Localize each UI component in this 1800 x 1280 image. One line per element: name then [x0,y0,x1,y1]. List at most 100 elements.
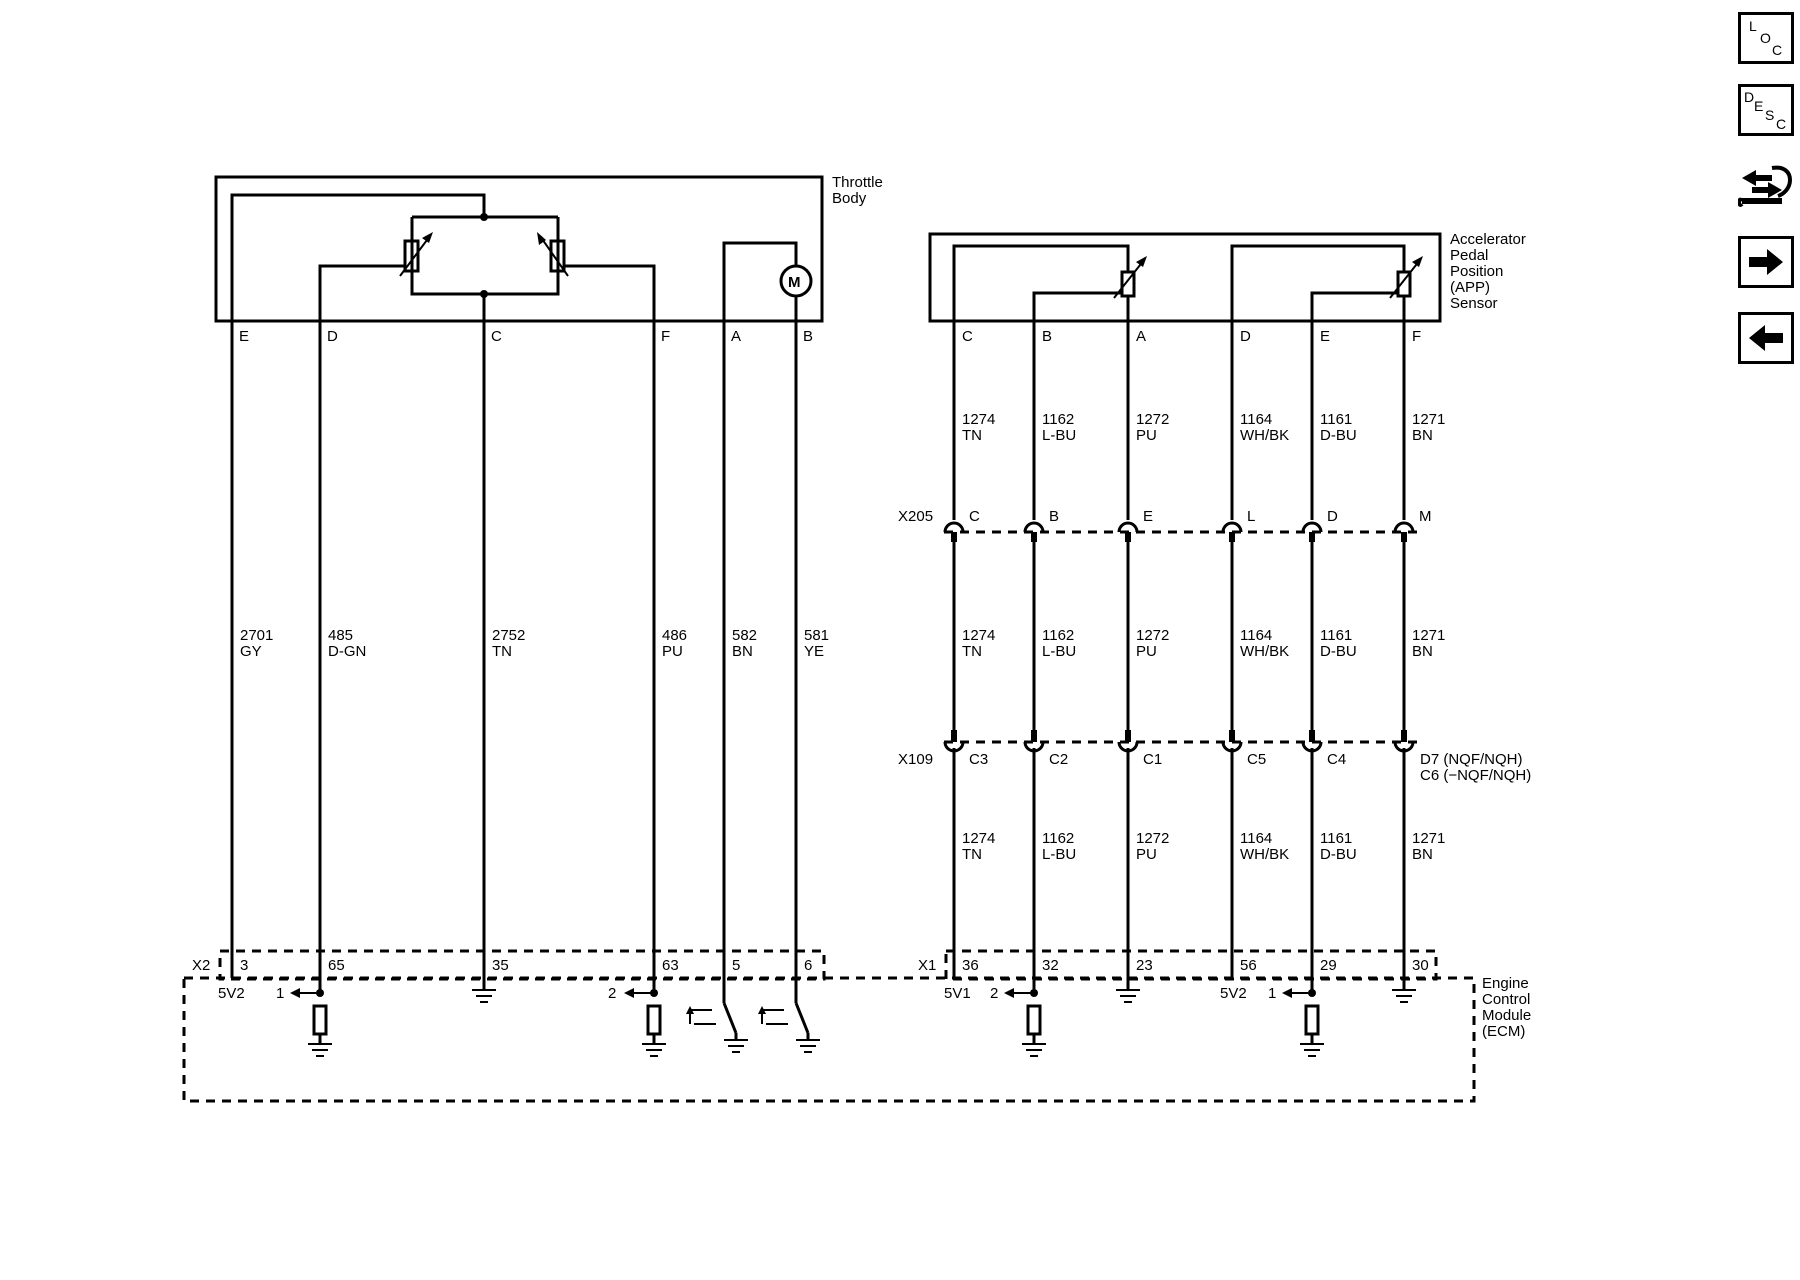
x109-connector [943,730,1420,753]
location-icon: L O C [1749,18,1782,58]
app-mid-color-lbu: L-BU [1042,643,1076,660]
ecm-internals: 5V2 5V1 5V2 1 2 [218,985,1416,1057]
app-mid-circuit-1164: 1164 [1240,627,1272,644]
app-top-color-whbk: WH/BK [1240,427,1289,444]
tb-color-bn: BN [732,643,753,660]
app-bot-circuit-1161: 1161 [1320,830,1352,847]
app-top-circuit-1274: 1274 [962,411,995,428]
x109-pin-c4: C4 [1327,751,1346,768]
app-top-circuit-1271: 1271 [1412,411,1445,428]
app-mid-circuit-1162: 1162 [1042,627,1074,644]
tb-pin-f: F [661,328,670,345]
app-bot-circuit-1274: 1274 [962,830,995,847]
x205-pin-m: M [1419,508,1432,525]
app-label-5: Sensor [1450,295,1498,312]
app-top-color-lbu: L-BU [1042,427,1076,444]
app-top-circuit-1272: 1272 [1136,411,1169,428]
x205-label: X205 [898,508,933,525]
ecm-label-4: (ECM) [1482,1023,1525,1040]
app-mid-circuit-1271: 1271 [1412,627,1445,644]
ecm-app-signal-1: 1 [1268,985,1276,1002]
app-top-color-bn: BN [1412,427,1433,444]
ecm-app-signal-2: 2 [990,985,998,1002]
app-pin-f: F [1412,328,1421,345]
tb-circuit-486: 486 [662,627,687,644]
motor-symbol: M [788,274,801,291]
connector-wrench-icon [1738,165,1793,207]
x1-label: X1 [918,957,936,974]
ecm-signal-1: 1 [276,985,284,1002]
tb-pin-d: D [327,328,338,345]
app-bot-circuit-1272: 1272 [1136,830,1169,847]
x205-connector [943,521,1420,542]
x109-pin-c1: C1 [1143,751,1162,768]
throttle-body-internals: M [230,193,813,321]
x1-pin-23: 23 [1136,957,1153,974]
throttle-body-label-2: Body [832,190,867,207]
location-button[interactable]: L O C [1738,12,1794,64]
x109-pin-d7: D7 (NQF/NQH) [1420,751,1523,768]
app-bot-circuit-1162: 1162 [1042,830,1074,847]
tb-pin-c: C [491,328,502,345]
x1-pin-32: 32 [1042,957,1059,974]
ecm-label-3: Module [1482,1007,1531,1024]
app-label-2: Pedal [1450,247,1488,264]
x1-pin-56: 56 [1240,957,1257,974]
app-pin-a: A [1136,328,1146,345]
ecm-box [182,976,1476,1103]
next-page-button[interactable] [1738,236,1794,288]
svg-text:L: L [1749,18,1757,34]
app-mid-color-bn: BN [1412,643,1433,660]
x109-pin-c6-note: C6 (−NQF/NQH) [1420,767,1531,784]
app-pin-b: B [1042,328,1052,345]
arrow-left-icon [1749,325,1783,351]
app-mid-color-dbu: D-BU [1320,643,1357,660]
app-mid-color-tn: TN [962,643,982,660]
tb-circuit-581: 581 [804,627,829,644]
app-top-color-dbu: D-BU [1320,427,1357,444]
x2-pin-6: 6 [804,957,812,974]
tb-color-pu: PU [662,643,683,660]
x1-connector [944,949,1438,981]
app-pin-d: D [1240,328,1251,345]
app-circuit-labels-mid: 1274 TN 1162 L-BU 1272 PU 1164 WH/BK 116… [962,627,1445,660]
app-mid-color-whbk: WH/BK [1240,643,1289,660]
app-circuit-labels-bottom: 1274 TN 1162 L-BU 1272 PU 1164 WH/BK 116… [962,830,1445,863]
x205-pin-d: D [1327,508,1338,525]
app-circuit-labels-top: 1274 TN 1162 L-BU 1272 PU 1164 WH/BK 116… [962,411,1445,444]
app-bot-color-whbk: WH/BK [1240,846,1289,863]
x2-pin-35: 35 [492,957,509,974]
tb-pin-a: A [731,328,741,345]
app-label-1: Accelerator [1450,231,1526,248]
previous-page-button[interactable] [1738,312,1794,364]
app-top-circuit-1162: 1162 [1042,411,1074,428]
x1-pin-30: 30 [1412,957,1429,974]
ecm-5v2-left: 5V2 [218,985,245,1002]
app-mid-circuit-1272: 1272 [1136,627,1169,644]
app-top-color-pu: PU [1136,427,1157,444]
app-bot-color-tn: TN [962,846,982,863]
x205-pin-b: B [1049,508,1059,525]
svg-text:C: C [1772,42,1782,58]
app-bot-color-pu: PU [1136,846,1157,863]
x109-label: X109 [898,751,933,768]
x1-pin-29: 29 [1320,957,1337,974]
x205-pin-l: L [1247,508,1255,525]
x109-pin-c5: C5 [1247,751,1266,768]
ecm-label-2: Control [1482,991,1530,1008]
wiring-diagram: Throttle Body M E D C F A B [182,174,1531,1103]
throttle-body-box [214,175,824,323]
x2-pin-63: 63 [662,957,679,974]
app-sensor-internals [952,244,1423,321]
description-button[interactable]: D E S C [1738,84,1794,136]
app-mid-circuit-1161: 1161 [1320,627,1352,644]
tb-circuit-2752: 2752 [492,627,525,644]
arrow-right-icon [1749,249,1783,275]
app-top-circuit-1161: 1161 [1320,411,1352,428]
x1-pin-36: 36 [962,957,979,974]
connector-view-button[interactable] [1738,158,1794,210]
svg-text:E: E [1754,98,1763,114]
tb-circuit-2701: 2701 [240,627,273,644]
app-pin-e: E [1320,328,1330,345]
app-bot-color-dbu: D-BU [1320,846,1357,863]
